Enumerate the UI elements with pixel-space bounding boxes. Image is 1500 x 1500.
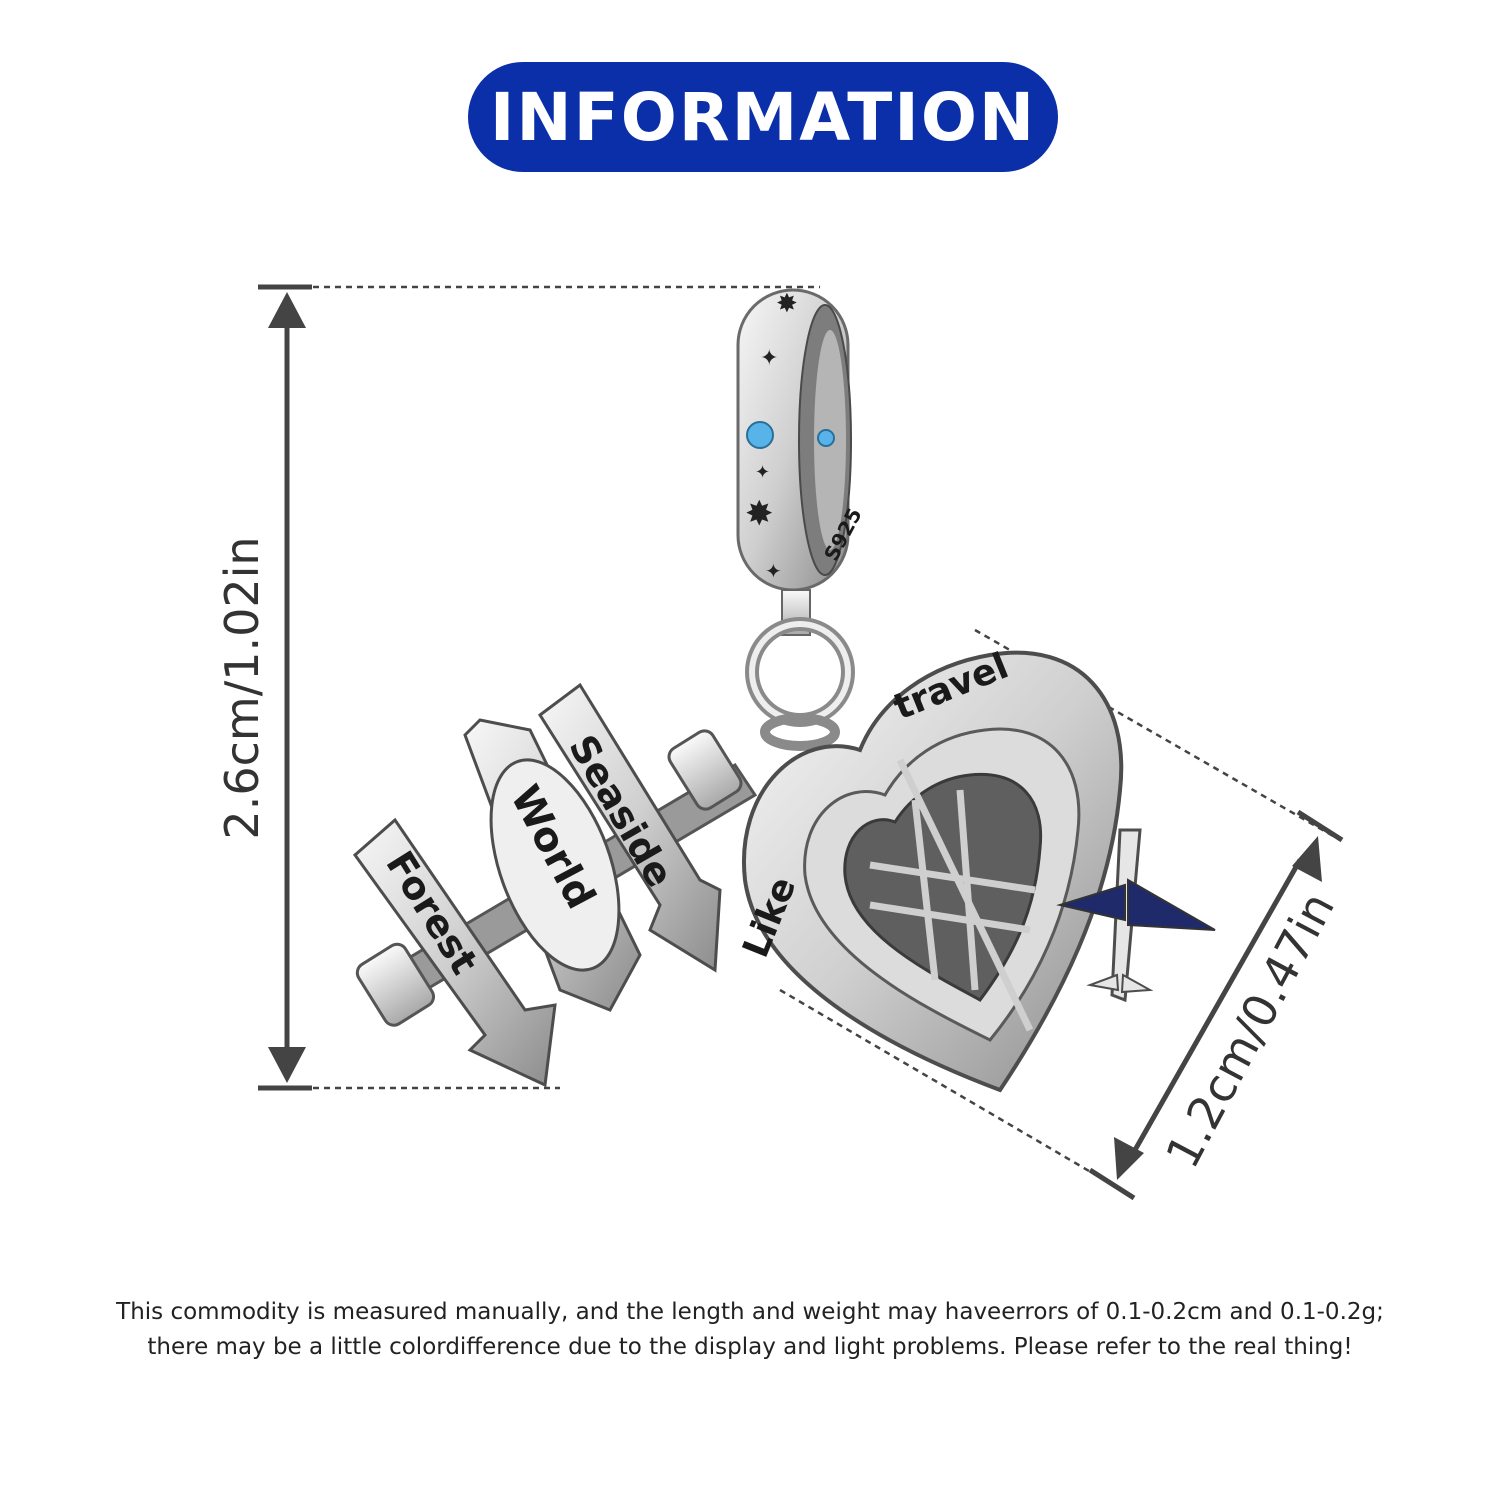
information-banner: INFORMATION (468, 62, 1058, 172)
star-icon: ✦ (765, 561, 782, 583)
banner-title: INFORMATION (489, 78, 1037, 156)
heart-charm: travel Like (735, 646, 1216, 1093)
height-measurement: 2.6cm/1.02in (215, 536, 269, 840)
disclaimer-line-2: there may be a little colordifference du… (147, 1334, 1353, 1360)
measurement-disclaimer: This commodity is measured manually, and… (40, 1295, 1460, 1365)
height-dimension (258, 284, 820, 1091)
star-icon: ✦ (755, 462, 770, 482)
star-icon: ✦ (760, 345, 778, 370)
star-icon: ✸ (745, 495, 774, 533)
blue-stone (746, 421, 774, 449)
disclaimer-line-1: This commodity is measured manually, and… (116, 1299, 1384, 1325)
signpost-charm: Seaside World Forest (352, 682, 758, 1088)
airplane-icon (1056, 828, 1216, 1003)
charm-bail: ✸ ✦ ✸ ✦ ✦ S925 (736, 288, 867, 636)
star-icon: ✸ (776, 288, 798, 318)
